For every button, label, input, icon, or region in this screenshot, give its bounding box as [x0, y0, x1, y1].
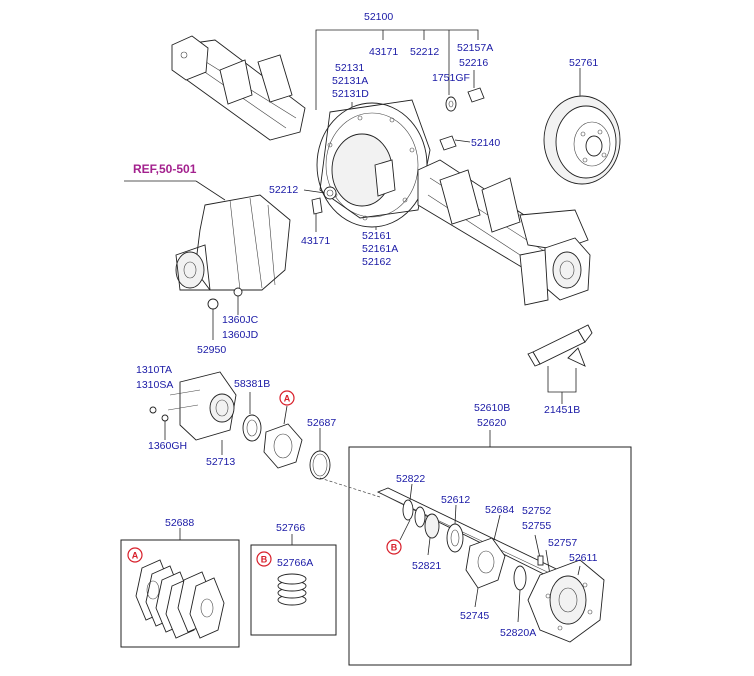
label-43171-mid: 43171: [301, 235, 330, 247]
label-52216: 52216: [459, 57, 488, 69]
label-52131: 52131: [335, 62, 364, 74]
svg-text:B: B: [391, 543, 398, 553]
spring-group: [250, 534, 337, 636]
label-52100: 52100: [364, 11, 393, 23]
marker-b-shaft: B: [386, 539, 402, 555]
label-52822: 52822: [396, 473, 425, 485]
label-52620: 52620: [477, 417, 506, 429]
label-1360jc: 1360JC: [222, 314, 259, 326]
label-1310ta: 1310TA: [136, 364, 172, 376]
clutch-plates-group: [120, 528, 240, 648]
svg-text:B: B: [261, 555, 268, 565]
label-52752: 52752: [522, 505, 551, 517]
part-labels: 52100 43171 52212 52157A 52216 1751GF 52…: [136, 11, 598, 639]
label-52162: 52162: [362, 256, 391, 268]
marker-a-box: A: [127, 547, 143, 563]
sealant-tube: [527, 324, 593, 404]
marker-a-top: A: [279, 390, 295, 406]
brake-drum: [543, 95, 621, 185]
label-52757: 52757: [548, 537, 577, 549]
label-52161: 52161: [362, 230, 391, 242]
axle-small-parts: [311, 87, 485, 215]
label-52131d: 52131D: [332, 88, 369, 100]
label-58381b: 58381B: [234, 378, 270, 390]
label-21451b: 21451B: [544, 404, 580, 416]
label-52161a: 52161A: [362, 243, 398, 255]
label-52766a: 52766A: [277, 557, 313, 569]
label-52688: 52688: [165, 517, 194, 529]
label-52745: 52745: [460, 610, 489, 622]
label-52761: 52761: [569, 57, 598, 69]
label-52766: 52766: [276, 522, 305, 534]
label-52684: 52684: [485, 504, 514, 516]
label-52950: 52950: [197, 344, 226, 356]
label-52212-mid: 52212: [269, 184, 298, 196]
differential-carrier: [124, 180, 291, 291]
label-52821: 52821: [412, 560, 441, 572]
label-52611: 52611: [569, 552, 598, 564]
label-1310sa: 1310SA: [136, 379, 173, 391]
svg-text:A: A: [132, 551, 139, 561]
label-52157a: 52157A: [457, 42, 493, 54]
label-52131a: 52131A: [332, 75, 368, 87]
marker-b-box: B: [256, 551, 272, 567]
label-1360gh: 1360GH: [148, 440, 187, 452]
label-52755: 52755: [522, 520, 551, 532]
label-1360jd: 1360JD: [222, 329, 259, 341]
svg-text:A: A: [284, 394, 291, 404]
label-52687: 52687: [307, 417, 336, 429]
label-52820a: 52820A: [500, 627, 536, 639]
diff-small-parts: [207, 287, 243, 340]
ref-label: REF,50-501: [133, 162, 197, 176]
label-52612: 52612: [441, 494, 470, 506]
label-43171-top: 43171: [369, 46, 398, 58]
label-52713: 52713: [206, 456, 235, 468]
axle-housing: [171, 35, 591, 306]
label-1751gf: 1751GF: [432, 72, 470, 84]
axle-shaft-group: [319, 430, 632, 666]
label-52212-top: 52212: [410, 46, 439, 58]
label-52610b: 52610B: [474, 402, 510, 414]
bearing-cap-group: [149, 371, 331, 480]
label-52140: 52140: [471, 137, 500, 149]
